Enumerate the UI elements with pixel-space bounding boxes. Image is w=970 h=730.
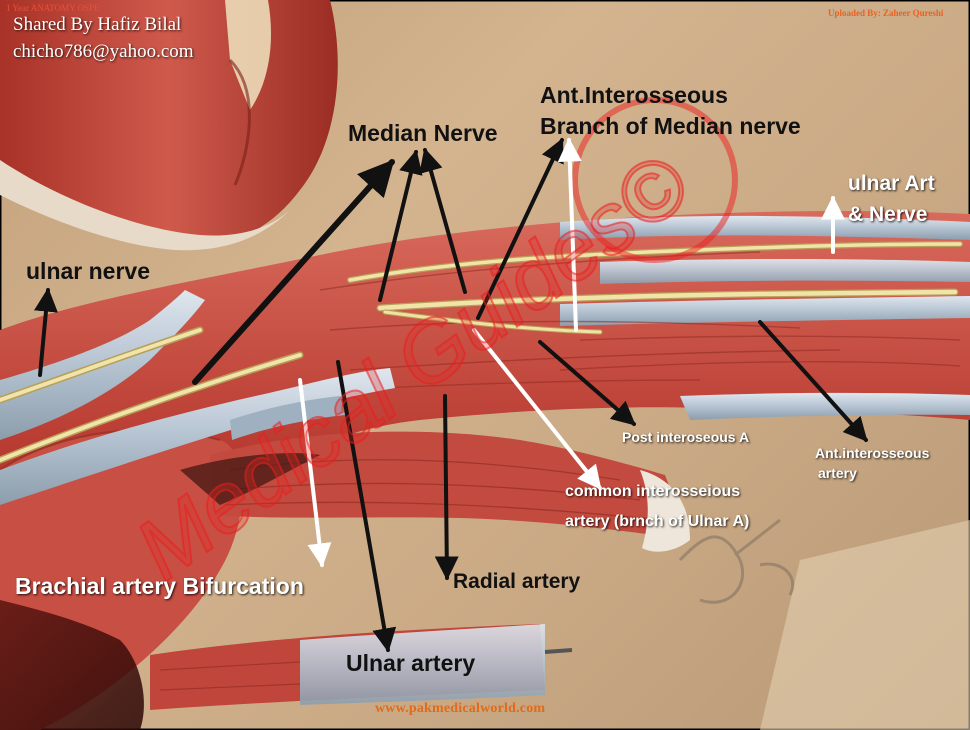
course-label: 1 Year ANATOMY OSPE [6, 3, 100, 13]
label-ant-interosseous-branch-line2: Branch of Median nerve [540, 113, 801, 139]
label-ulnar-nerve: ulnar nerve [26, 258, 150, 284]
shared-by-text: Shared By Hafiz Bilal [13, 14, 182, 35]
label-ulnar-artery: Ulnar artery [346, 650, 476, 676]
label-brachial-bifurcation: Brachial artery Bifurcation [15, 573, 304, 599]
label-ant-interosseous-branch-line1: Ant.Interosseous [540, 82, 728, 108]
label-common-interosseous-line2: artery (brnch of Ulnar A) [565, 513, 750, 530]
email-text: chicho786@yahoo.com [13, 41, 194, 62]
label-ulnar-art-line1: ulnar Art [848, 172, 935, 195]
label-median-nerve: Median Nerve [348, 120, 498, 146]
uploaded-by-text: Uploaded By: Zaheer Qureshi [828, 8, 944, 18]
label-ant-interosseous-artery-line2: artery [818, 465, 857, 481]
label-ant-interosseous-artery-line1: Ant.interosseous [815, 445, 930, 461]
label-radial-artery: Radial artery [453, 570, 581, 593]
website-url: www.pakmedicalworld.com [375, 701, 546, 716]
label-ulnar-art-line2: & Nerve [848, 203, 928, 226]
label-post-interoseous: Post interoseous A [622, 429, 750, 445]
label-common-interosseous-line1: common interosseious [565, 483, 741, 500]
